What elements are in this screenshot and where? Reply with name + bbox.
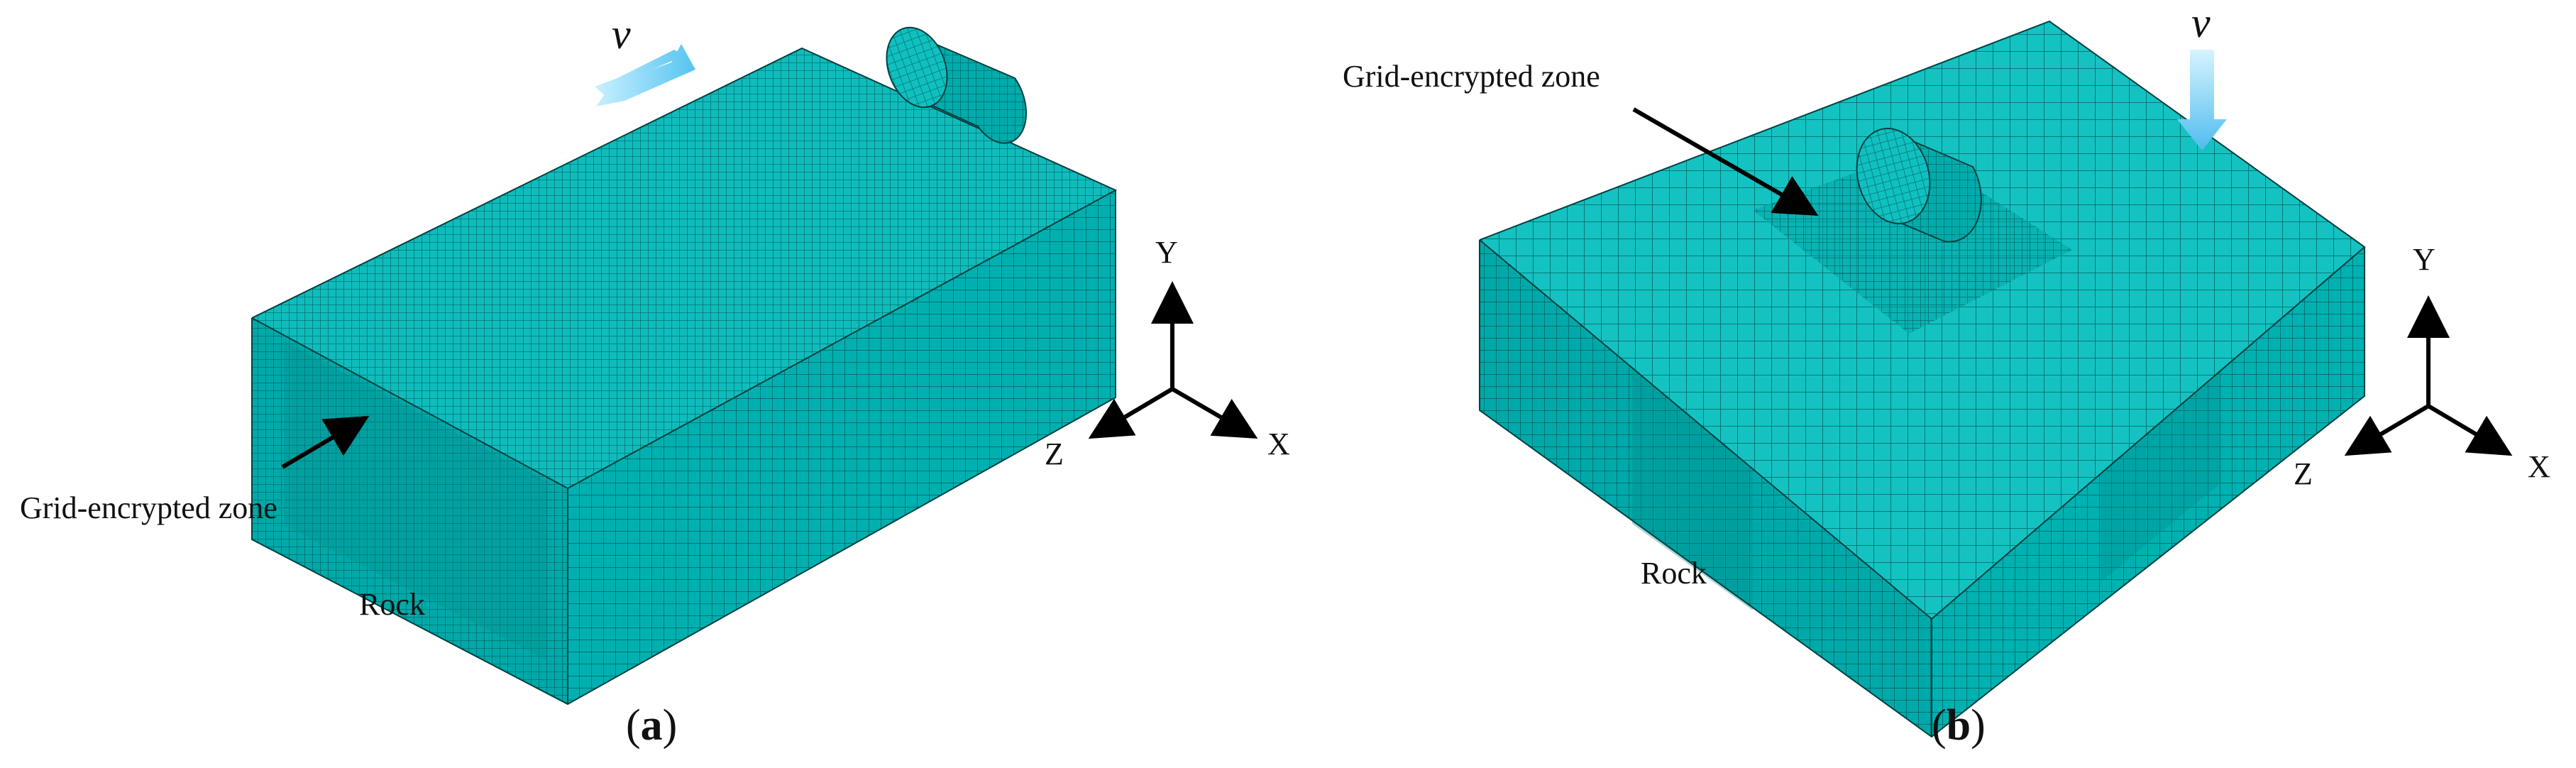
zone-annotation-a: Grid-encrypted zone [20, 415, 370, 525]
axis-x-label-a: X [1267, 427, 1290, 461]
rock-block-a [251, 47, 1118, 706]
panel-a: v Grid-encrypted zone Rock Y X Z (a) [20, 11, 1290, 750]
zone-label-b: Grid-encrypted zone [1343, 59, 1600, 94]
zone-annotation-b: Grid-encrypted zone [1343, 59, 1819, 216]
velocity-label-a: v [612, 11, 631, 57]
axis-y-label-b: Y [2413, 242, 2435, 277]
velocity-arrow-a: v [595, 11, 695, 106]
axis-z-label-b: Z [2294, 456, 2313, 491]
axis-triad-a: Y X Z [1045, 235, 1290, 471]
velocity-arrow-b: v [2177, 0, 2227, 150]
axis-z-label-a: Z [1045, 437, 1064, 471]
zone-label-a: Grid-encrypted zone [20, 490, 277, 525]
axis-triad-b: Y X Z [2294, 242, 2550, 491]
cutter-cylinder-b [1856, 128, 1982, 243]
panel-caption-b: (b) [1932, 701, 1986, 750]
axis-x-label-b: X [2528, 449, 2550, 484]
cutter-cylinder-a [886, 26, 1027, 144]
axis-y-label-a: Y [1155, 235, 1178, 270]
panel-caption-a: (a) [626, 701, 677, 750]
velocity-label-b: v [2191, 0, 2211, 46]
rock-label-a: Rock [359, 587, 425, 622]
panel-b: v Grid-encrypted zone Rock Y X Z (b) [1343, 0, 2550, 750]
rock-block-b [1479, 20, 2366, 738]
rock-label-b: Rock [1641, 556, 1707, 591]
